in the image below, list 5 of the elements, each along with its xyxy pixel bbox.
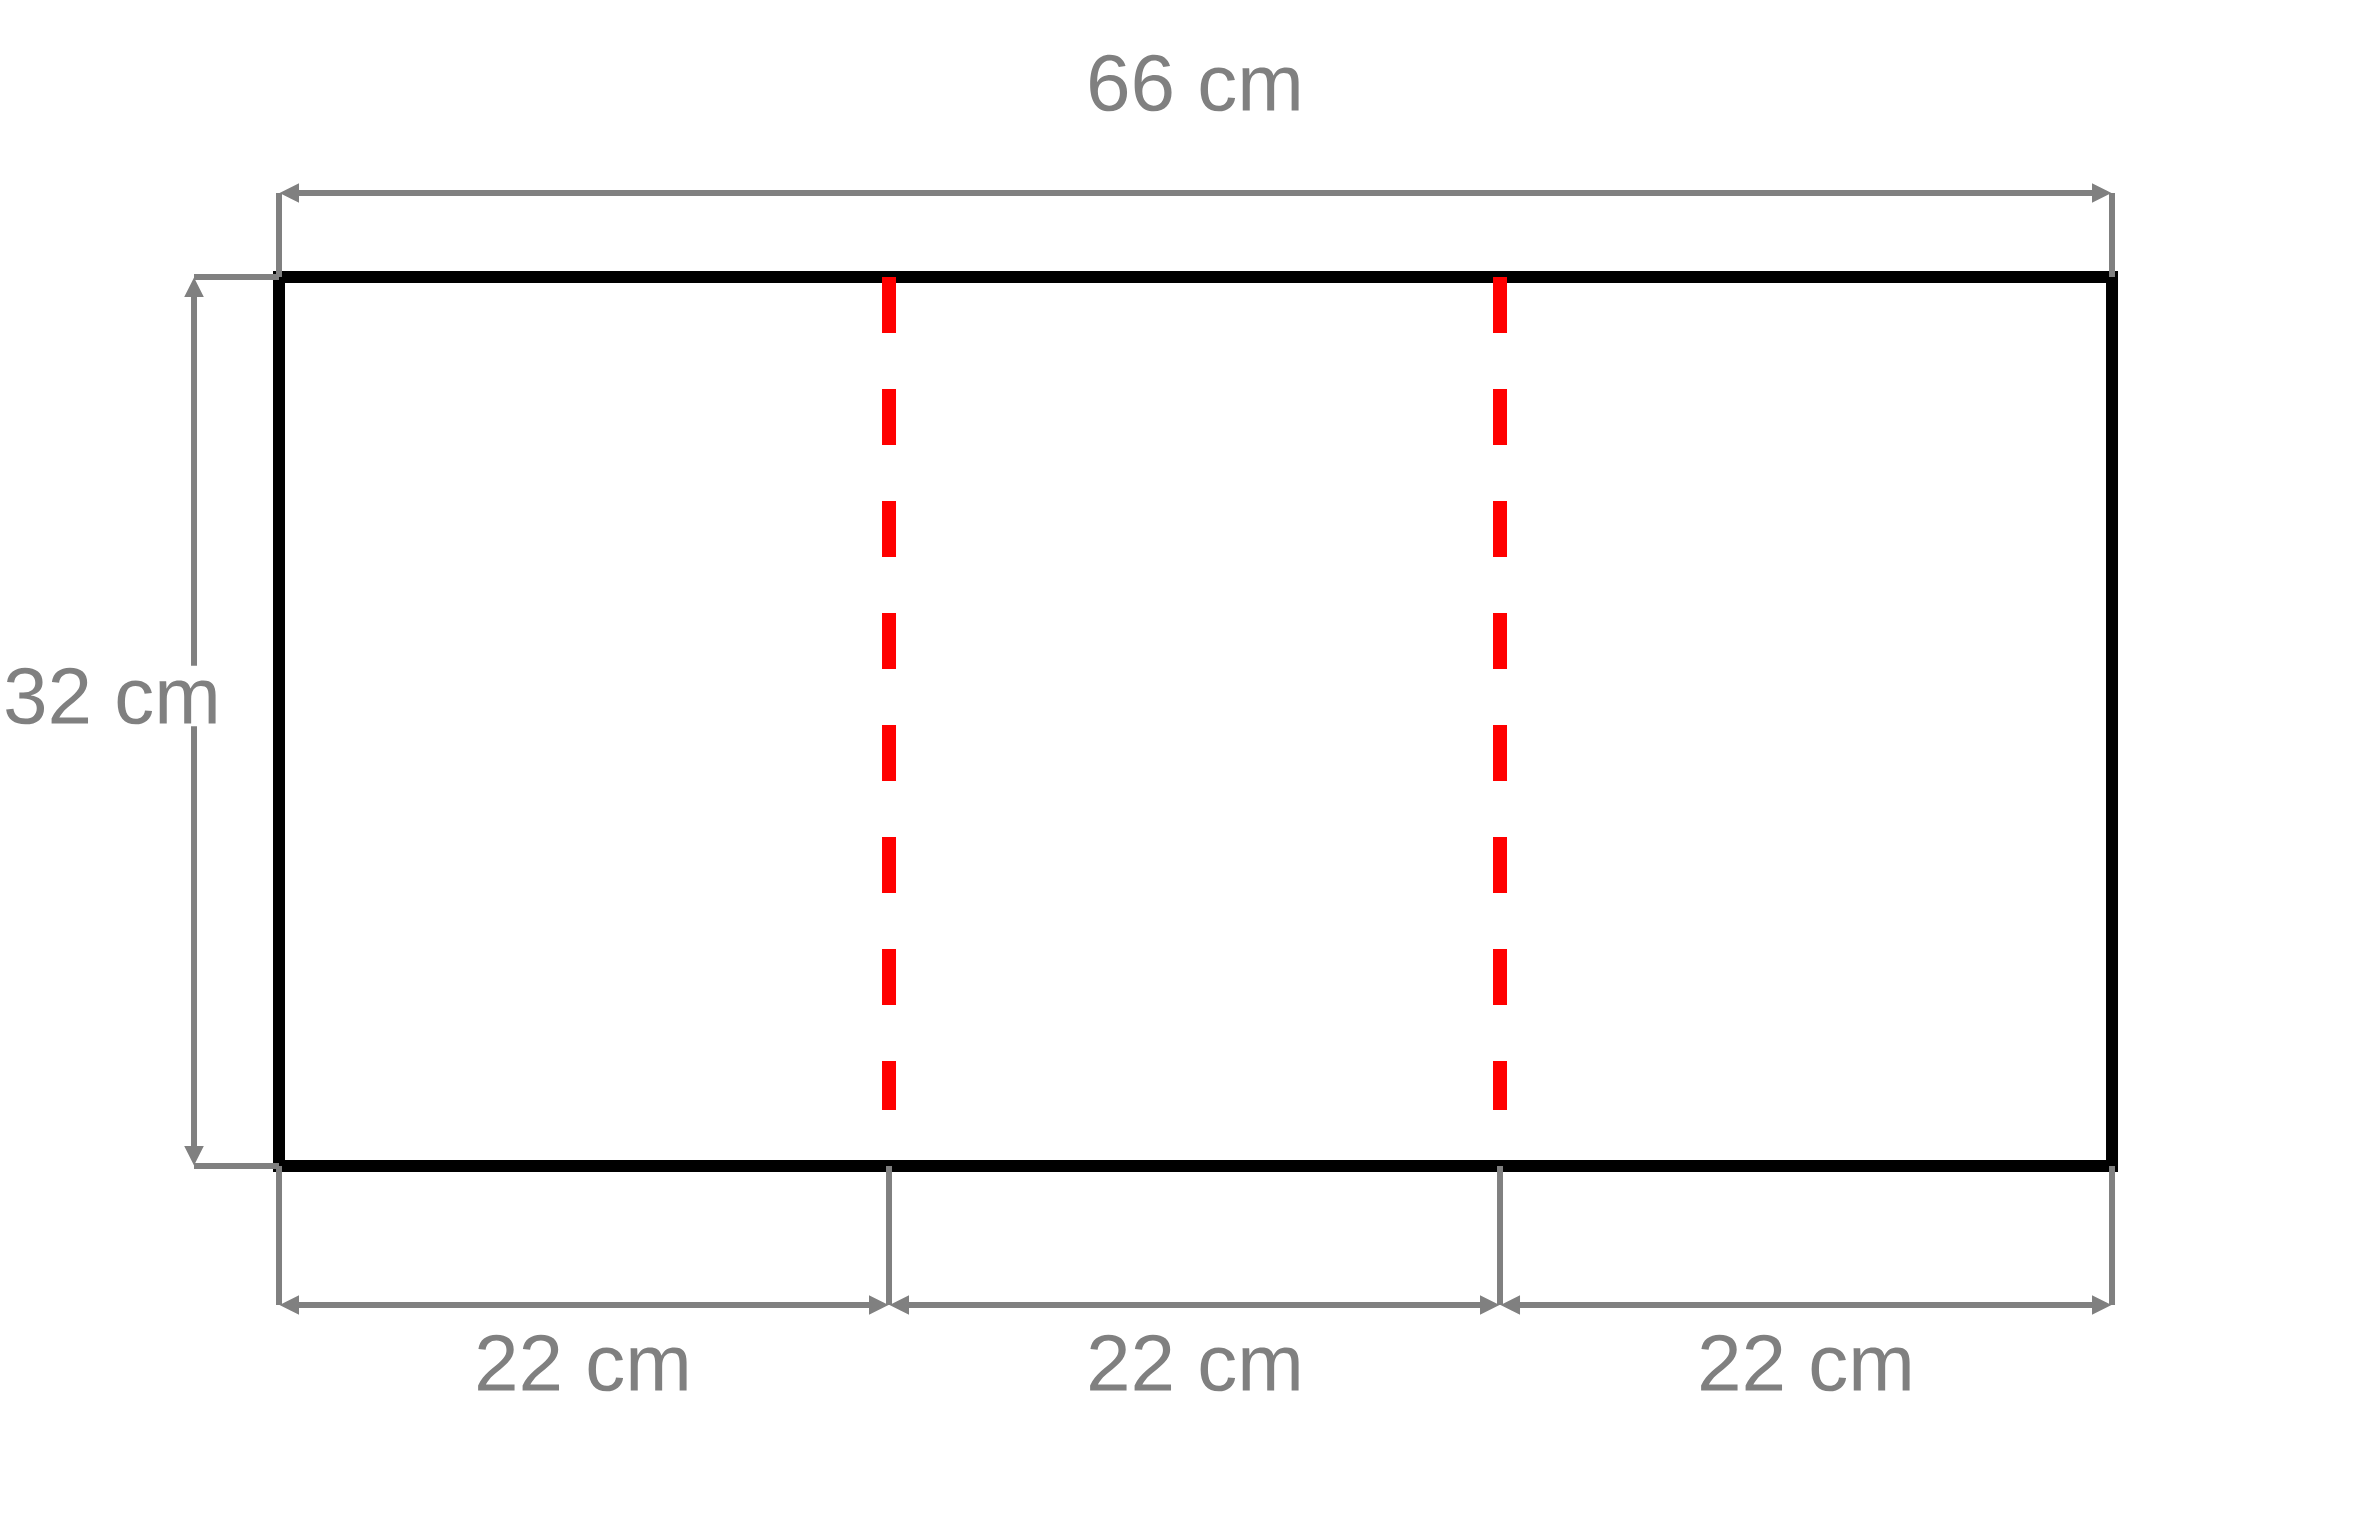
dimension-label: 66 cm bbox=[1084, 52, 1306, 114]
dimension-label: 22 cm bbox=[472, 1332, 694, 1394]
dimension-label: 32 cm bbox=[1, 665, 223, 727]
dimension-label: 22 cm bbox=[1084, 1332, 1306, 1394]
dimension-label: 22 cm bbox=[1695, 1332, 1917, 1394]
